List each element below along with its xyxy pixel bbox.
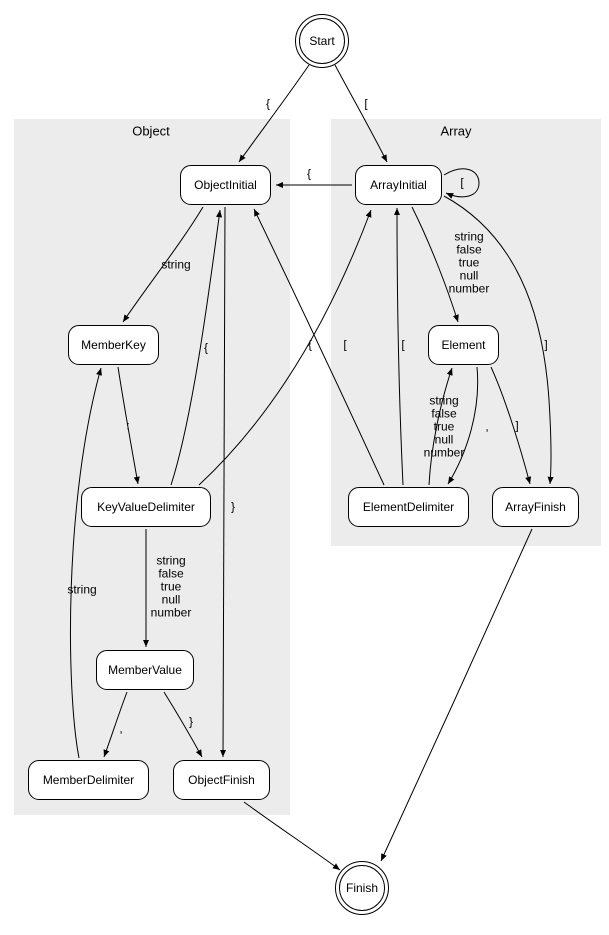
edge-memberdelimiter-memberkey [69, 367, 102, 759]
state-start: Start [295, 14, 349, 68]
state-member-value: MemberValue [96, 650, 194, 690]
edge-label-element-elementdelimiter: , [485, 419, 489, 434]
edge-label-keyvaluedelimiter-membervalue: string false true null number [150, 553, 192, 620]
edge-label-objectinitial-objectfinish: } [230, 499, 236, 514]
edge-label-membervalue-objectfinish: } [188, 714, 194, 729]
edge-label-arrayinitial-objectinitial: { [306, 166, 312, 181]
state-finish-label: Finish [339, 865, 385, 911]
edge-objectinitial-objectfinish [219, 206, 227, 758]
edge-label-arrayinitial-selfloop: [ [460, 175, 464, 190]
state-key-value-delimiter: KeyValueDelimiter [81, 487, 211, 527]
edge-label-arrayinitial-arrayfinish: ] [544, 337, 548, 352]
edge-keyvaluedelimiter-arrayinitial [198, 209, 372, 486]
state-array-finish: ArrayFinish [492, 487, 579, 527]
edge-elementdelimiter-objectinitial [253, 208, 385, 486]
cluster-object-label: Object [132, 123, 170, 139]
edge-arrayinitial-element [411, 206, 459, 323]
edge-element-arrayfinish [490, 366, 532, 485]
edge-label-elementdelimiter-arrayinitial: [ [401, 337, 405, 352]
edge-elementdelimiter-element [428, 367, 453, 486]
edge-label-elementdelimiter-element: string false true null number [423, 393, 465, 460]
state-array-initial: ArrayInitial [355, 165, 442, 205]
edge-label-keyvaluedelimiter-arrayinitial: [ [343, 337, 347, 352]
edge-memberkey-keyvaluedelimiter [117, 366, 140, 485]
edge-label-membervalue-memberdelimiter: , [119, 721, 123, 736]
edge-element-elementdelimiter [447, 366, 479, 485]
edge-label-elementdelimiter-objectinitial: { [307, 337, 313, 352]
cluster-array-label: Array [440, 123, 472, 139]
state-start-label: Start [299, 18, 345, 64]
edge-arrayinitial-arrayfinish [443, 195, 554, 485]
state-element-delimiter: ElementDelimiter [348, 487, 469, 527]
edge-elementdelimiter-arrayinitial [393, 207, 404, 486]
edge-membervalue-memberdelimiter [103, 691, 128, 758]
edge-label-objectinitial-memberkey: string [161, 257, 191, 272]
edge-arrayinitial-selfloop [443, 168, 480, 199]
state-object-finish: ObjectFinish [173, 760, 270, 800]
edge-label-arrayinitial-element: string false true null number [448, 229, 490, 296]
edge-arrayfinish-finish [380, 528, 533, 862]
state-element: Element [428, 325, 499, 365]
state-object-initial: ObjectInitial [180, 165, 271, 205]
edge-start-objectinitial [238, 64, 310, 163]
edge-label-element-arrayfinish: ] [515, 418, 519, 433]
edge-label-memberkey-keyvaluedelimiter: : [126, 418, 130, 433]
edge-keyvaluedelimiter-objectinitial [170, 209, 223, 486]
edge-start-arrayinitial [334, 64, 388, 163]
edge-membervalue-objectfinish [163, 691, 203, 758]
state-finish: Finish [335, 861, 389, 915]
edge-objectinitial-memberkey [122, 206, 204, 323]
edge-label-start-arrayinitial: [ [364, 96, 368, 111]
edge-label-start-objectinitial: { [265, 96, 271, 111]
cluster-object [14, 119, 290, 815]
edge-objectfinish-finish [243, 801, 341, 871]
state-member-delimiter: MemberDelimiter [28, 760, 149, 800]
edge-label-keyvaluedelimiter-objectinitial: { [203, 340, 209, 355]
edge-label-memberdelimiter-memberkey: string [67, 582, 97, 597]
state-member-key: MemberKey [68, 325, 159, 365]
